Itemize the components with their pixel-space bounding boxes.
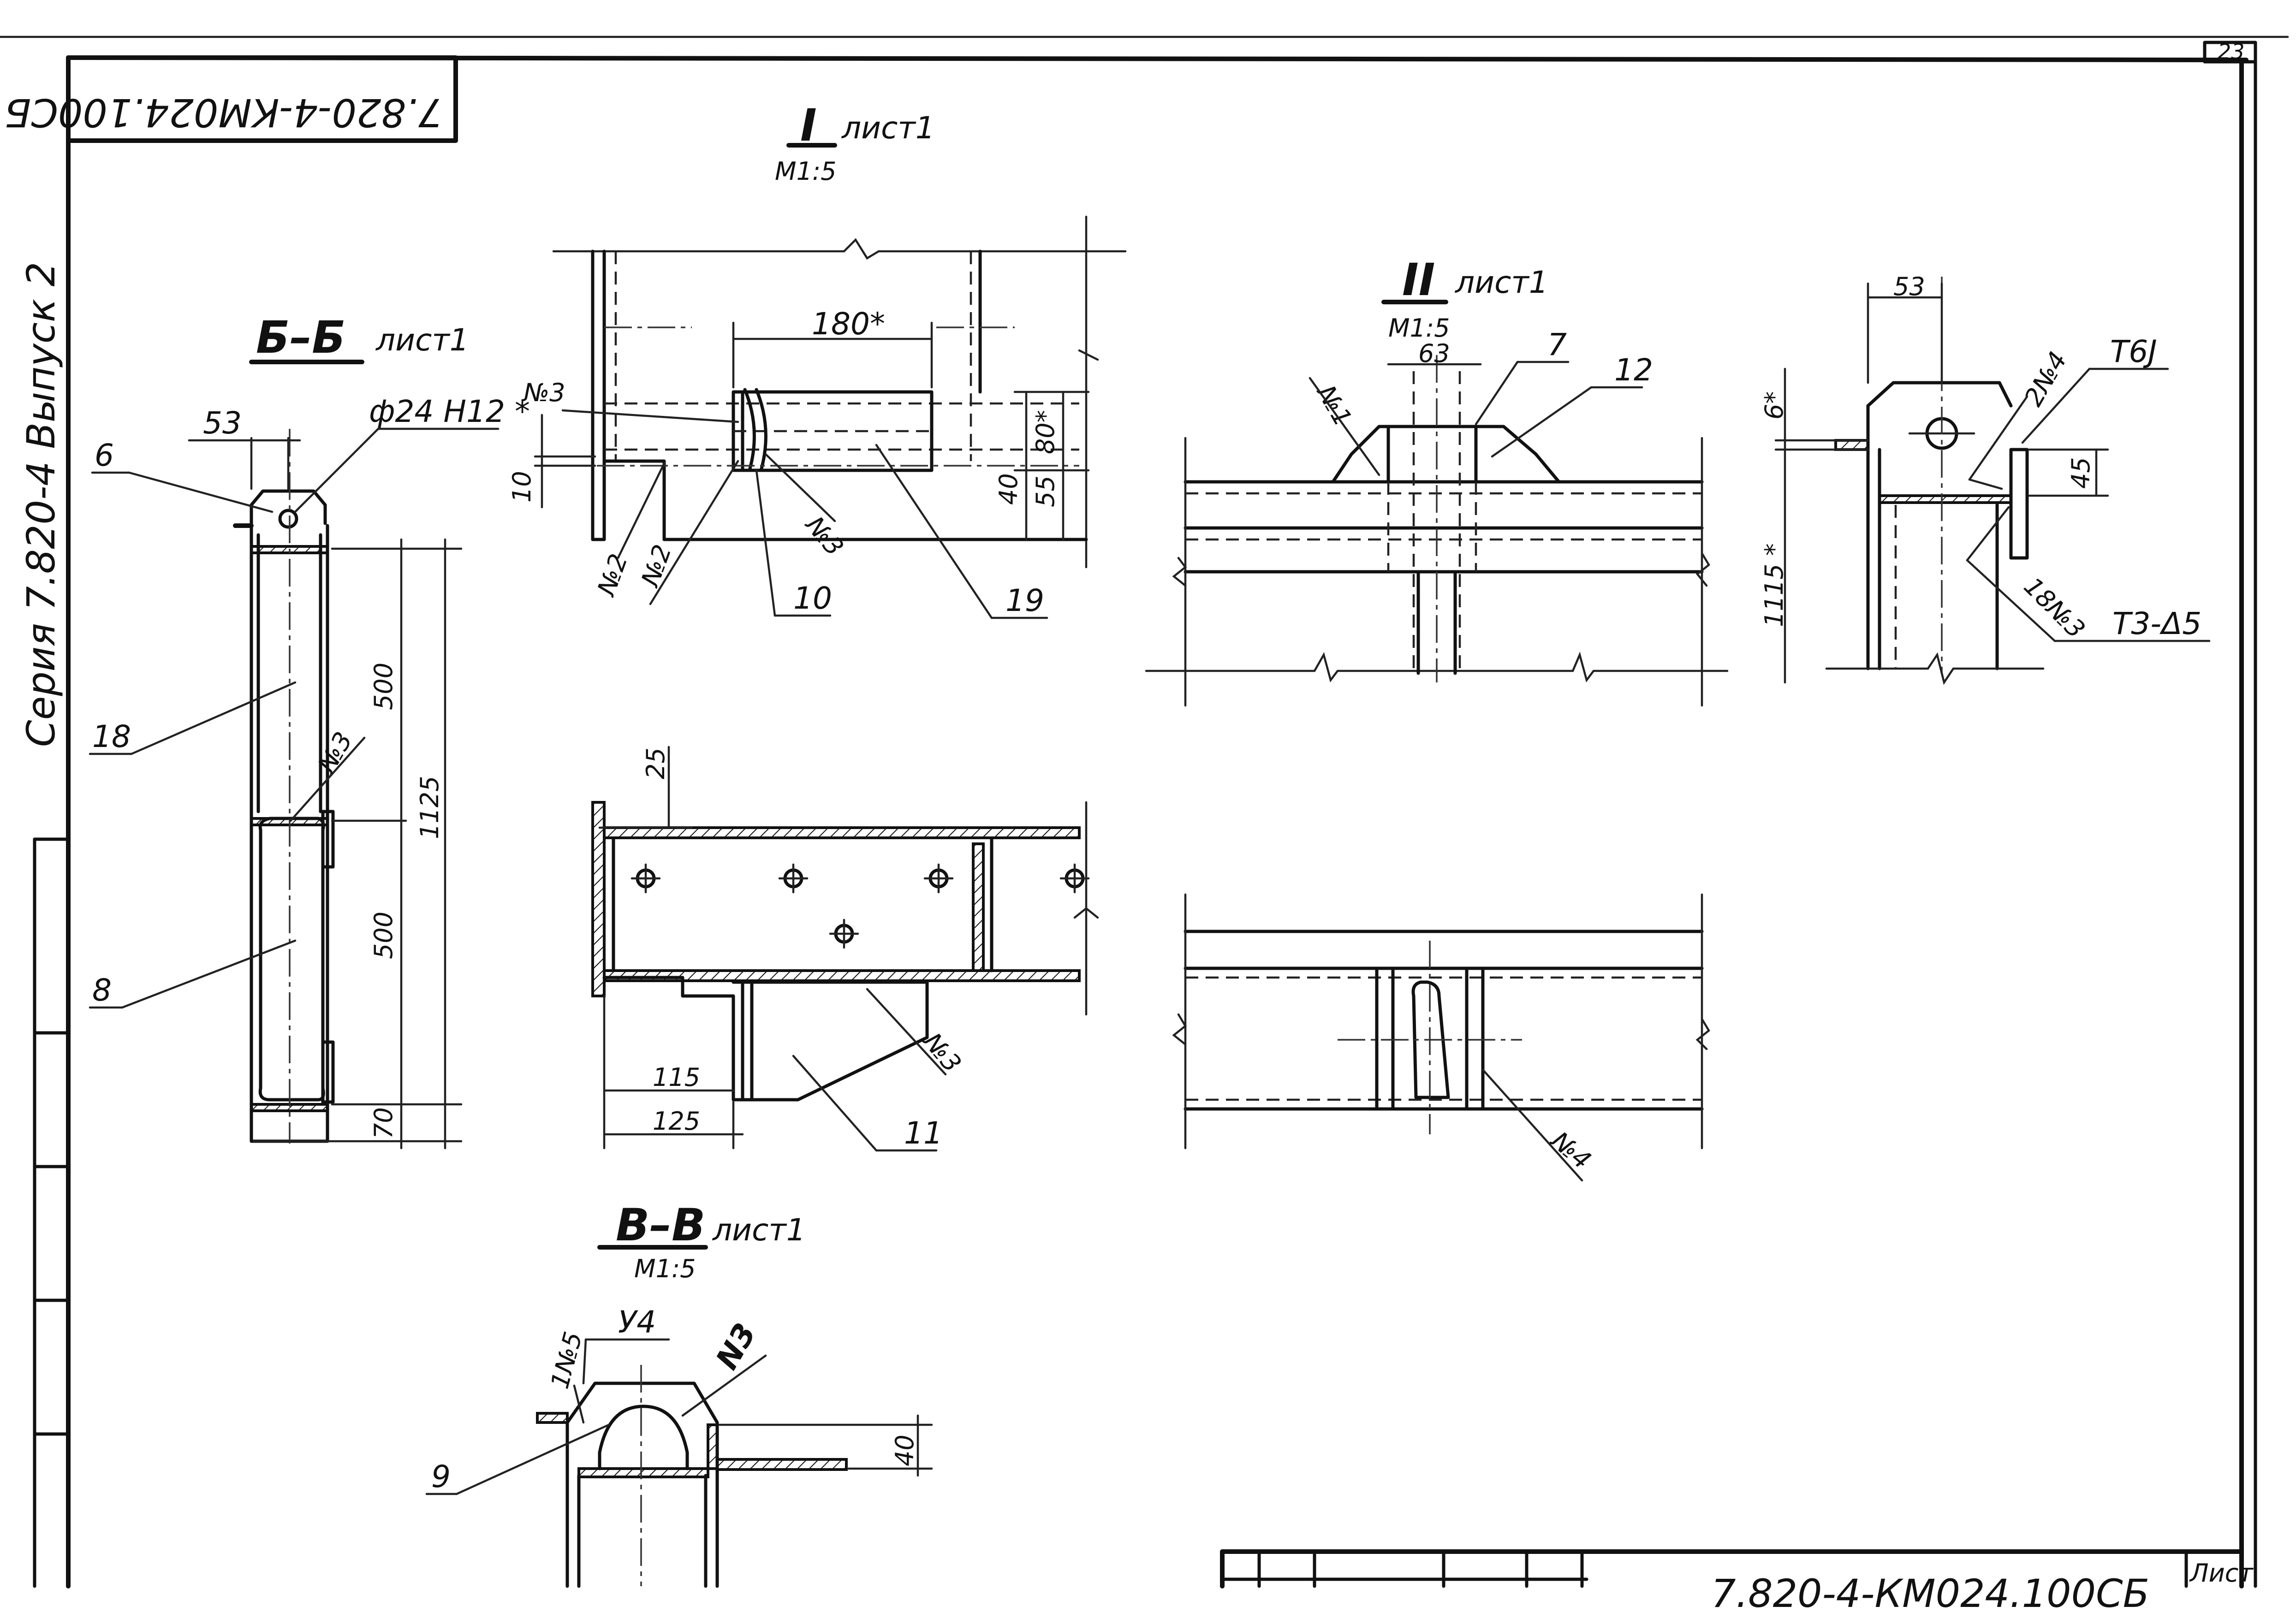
v1-n3: №3 [522,378,565,407]
v1-n2b: №2 [635,541,677,591]
bb-d1125: 1125 [415,776,444,839]
vv-n5: 1№5 [545,1328,588,1392]
v1-d55: 55 [1031,475,1060,507]
v1-pos19: 19 [1005,583,1044,618]
bb-pos6: 6 [95,438,114,473]
mid-d115: 115 [653,1063,700,1092]
v1-d40: 40 [994,473,1023,505]
stamp-box: 7.820-4-КМ024.100СБ [5,55,458,143]
rd-d53: 53 [1893,272,1925,301]
vv-pos9: 9 [431,1459,451,1494]
bb-d500a: 500 [369,663,398,710]
bb-hole: ф24 Н12 * [369,394,530,429]
v2-pos7: 7 [1547,327,1567,362]
view-2: II лист1 М1:5 63 №1 7 12 [1145,254,1729,707]
v1-n3b: №3 [799,510,849,562]
stamp-code: 7.820-4-КМ024.100СБ [5,90,443,135]
rd-w18n3: 18№3 [2018,572,2091,644]
vv-u4: У4 [618,1304,656,1340]
bb-dim-53: 53 [203,405,242,441]
v2-n1: №1 [1311,379,1357,431]
vv-n3: N3 [709,1317,763,1375]
rd-t3: Т3-Δ5 [2112,606,2201,641]
rd-w2n4: 2№4 [2019,347,2073,411]
section-bb: Б–Б лист1 53 ф24 Н12 * 6 18 8 №3 [89,312,530,1150]
view-1: I лист1 М1:5 180* №3 10 №2 [507,100,1127,619]
v2-d63: 63 [1418,339,1450,368]
mid-pos11: 11 [904,1115,943,1151]
sheet-number: 23 [2218,39,2245,64]
rd-d45: 45 [2066,457,2095,489]
bb-pos18: 18 [92,719,131,754]
right-middle-plan: №4 [1172,893,1710,1182]
v1-ref: лист1 [841,110,935,146]
v2-scale: М1:5 [1388,314,1450,343]
bb-pos8: 8 [92,972,112,1008]
v1-n2a: №2 [591,550,633,600]
mid-d125: 125 [653,1107,700,1136]
title-block: 7.820-4-КМ024.100СБ Лист [1220,1549,2254,1616]
section-vv: В–В лист1 М1:5 У4 1№5 N3 9 40 [425,1199,933,1588]
vv-d40: 40 [890,1434,919,1466]
v1-d80: 80* [1031,410,1060,454]
bb-d70: 70 [369,1107,398,1139]
v1-mark: I [800,100,817,151]
title-block-code: 7.820-4-КМ024.100СБ [1711,1571,2149,1616]
vv-title: В–В [616,1199,705,1251]
v1-d180: 180* [812,306,885,342]
series-label: Серия 7.820-4 Выпуск 2 [18,262,64,747]
sheet-frame [0,36,2289,1588]
v2-pos12: 12 [1614,352,1653,388]
title-block-sheet: Лист [2189,1559,2254,1588]
rd-d6: 6* [1760,391,1789,420]
v1-d10: 10 [507,471,536,503]
middle-plan: 25 115 125 №3 11 [591,746,1099,1152]
v2-ref: лист1 [1454,265,1548,300]
v1-scale: М1:5 [775,157,837,186]
mid-d25: 25 [641,747,670,779]
vv-scale: М1:5 [634,1254,696,1283]
bb-ref: лист1 [375,322,469,358]
v1-pos10: 10 [793,581,832,616]
vv-ref: лист1 [712,1212,806,1248]
right-detail: 53 Т6Ј 2№4 6* 1115 * 45 18№3 Т3-Δ5 [1760,272,2211,685]
bb-d500b: 500 [369,912,398,959]
bolt-holes [631,863,1090,949]
bb-title: Б–Б [256,312,345,363]
v2-mark: II [1402,254,1435,306]
rd-d1115: 1115 * [1760,543,1789,627]
rd-t6j: Т6Ј [2110,334,2157,369]
